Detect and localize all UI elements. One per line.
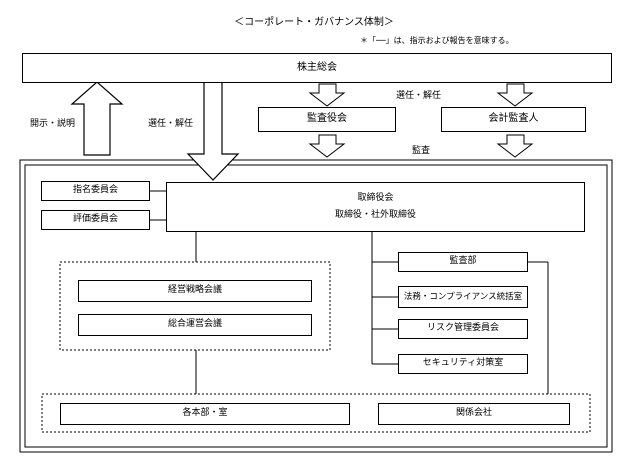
shareholders-meeting: 株主総会 (22, 53, 612, 83)
affiliated-companies: 関係会社 (378, 403, 570, 425)
legal-compliance-office: 法務・コンプライアンス統括室 (398, 286, 528, 308)
risk-management-committee: リスク管理委員会 (398, 319, 528, 339)
disclosure-arrow (70, 81, 124, 156)
audit-department: 監査部 (398, 252, 528, 272)
security-office: セキュリティ対策室 (398, 354, 528, 374)
diagram-title: ＜コーポレート・ガバナンス体制＞ (234, 17, 394, 28)
company-frame-outer (19, 159, 613, 453)
legend-note: ＊「──」は、指示および報告を意味する。 (360, 36, 514, 45)
board-members: 取締役・社外取締役 (334, 209, 416, 220)
accounting-auditor: 会計監査人 (441, 107, 586, 132)
strategy-meeting: 経営戦略会議 (78, 280, 312, 302)
board-title: 取締役会 (357, 193, 394, 204)
appoint-board-arrow (186, 81, 240, 181)
appoint-dismiss-label-left: 選任・解任 (148, 119, 194, 129)
auditors-board: 監査役会 (258, 107, 396, 132)
audit-label: 監査 (412, 146, 431, 156)
operations-group-frame (41, 393, 591, 433)
board-of-directors: 取締役会 取締役・社外取締役 (166, 182, 585, 232)
evaluation-committee: 評価委員会 (41, 210, 150, 230)
management-group-frame (59, 261, 331, 351)
nomination-committee: 指名委員会 (41, 181, 150, 201)
divisions-and-offices: 各本部・室 (60, 403, 350, 425)
appoint-dismiss-label-right: 選任・解任 (396, 91, 442, 101)
general-operations-meeting: 総合運営会議 (78, 314, 312, 336)
company-frame-inner (24, 164, 608, 448)
disclosure-label: 開示・説明 (30, 119, 76, 129)
